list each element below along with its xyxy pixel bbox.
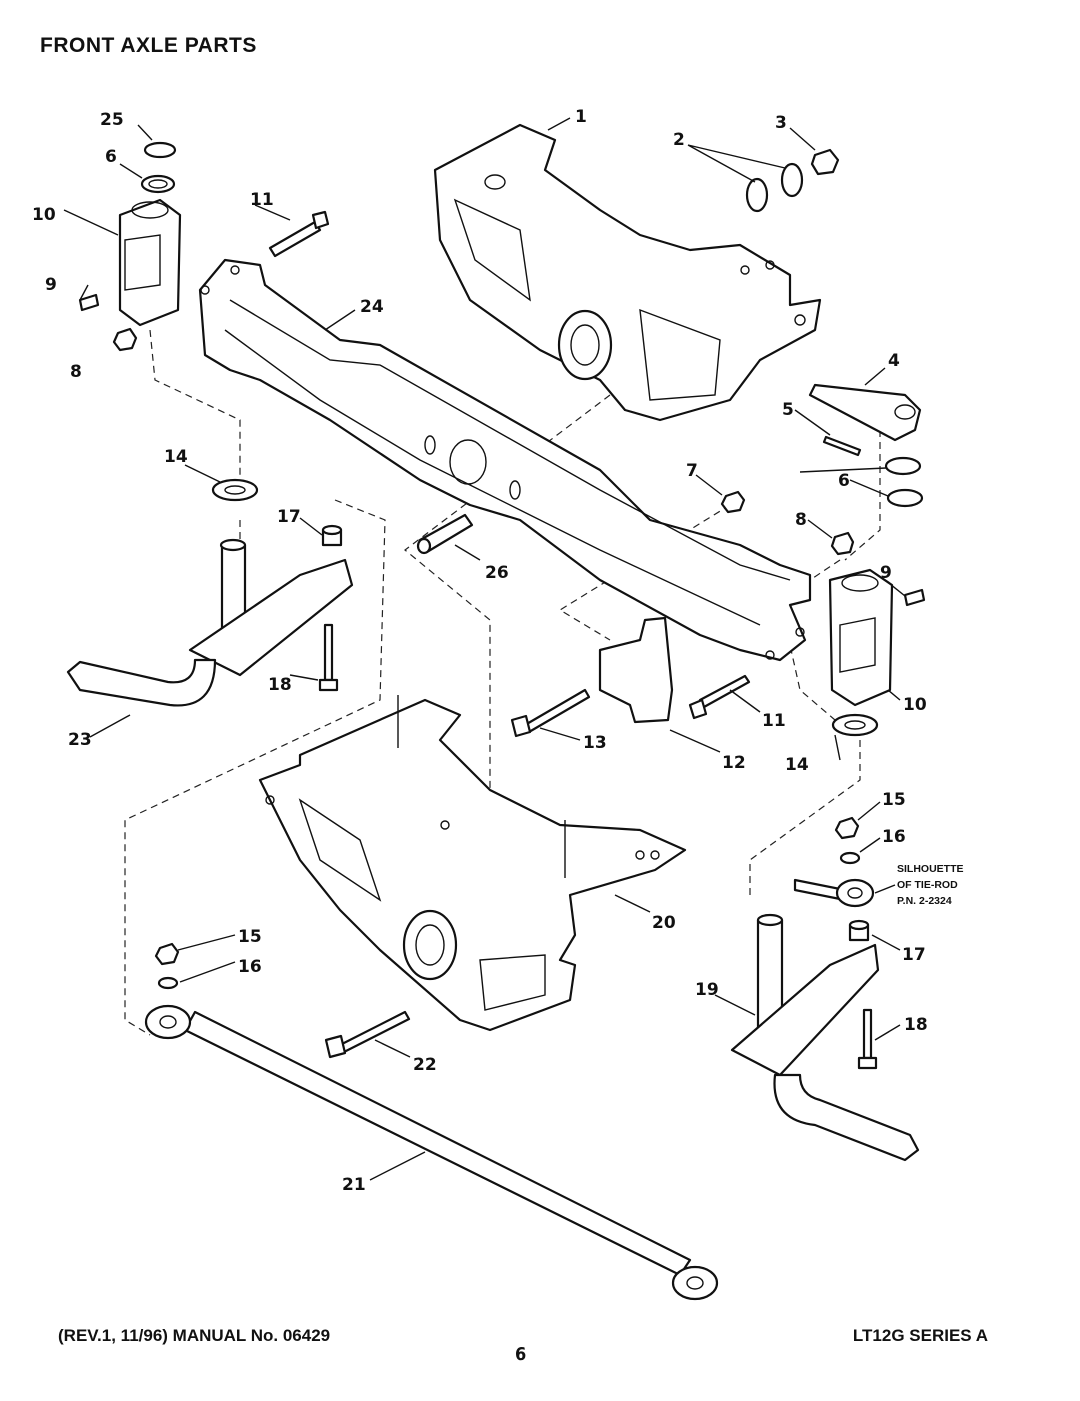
part-7-nut <box>720 490 746 514</box>
callout-23: 23 <box>68 730 92 750</box>
callout-16-right: 16 <box>882 827 906 847</box>
series-footer: LT12G SERIES A <box>852 1326 988 1345</box>
part-5-roll-pin <box>822 435 862 457</box>
part-6-washers-right <box>884 456 924 508</box>
part-26-pin <box>416 513 474 555</box>
part-23-spindle-left <box>66 538 354 707</box>
callout-14-left: 14 <box>164 447 188 467</box>
part-2-washers <box>745 162 804 213</box>
manual-revision-footer: (REV.1, 11/96) MANUAL No. 06429 <box>58 1326 331 1345</box>
callout-16-left: 16 <box>238 957 262 977</box>
part-16-washers <box>157 851 861 990</box>
callout-11-top: 11 <box>250 190 274 210</box>
silhouette-note-line-3: P.N. 2-2324 <box>897 895 952 907</box>
callout-22: 22 <box>413 1055 437 1075</box>
callout-11-bottom: 11 <box>762 711 786 731</box>
callout-10-right: 10 <box>903 695 927 715</box>
callout-numbers: 1 2 3 4 5 6 6 7 8 8 9 9 10 10 11 11 12 1… <box>32 107 928 1195</box>
part-10-spindle-housing-right <box>828 568 894 707</box>
callout-8-right: 8 <box>795 510 807 530</box>
callout-17-right: 17 <box>902 945 926 965</box>
part-25-retaining-ring <box>143 141 177 159</box>
tie-rod-silhouette <box>793 878 875 908</box>
page-title: FRONT AXLE PARTS <box>40 34 257 57</box>
callout-24: 24 <box>360 297 384 317</box>
part-8-nuts <box>112 327 855 556</box>
callout-5: 5 <box>782 400 794 420</box>
callout-13: 13 <box>583 733 607 753</box>
silhouette-note-line-2: OF TIE-ROD <box>897 879 958 891</box>
callout-6-right: 6 <box>838 471 850 491</box>
callout-17-left: 17 <box>277 507 301 527</box>
page-number: 6 <box>515 1344 527 1365</box>
callout-leader-lines <box>63 117 906 1181</box>
part-15-nuts <box>154 816 860 966</box>
part-1-upper-axle-bracket <box>433 123 822 422</box>
callout-15-left: 15 <box>238 927 262 947</box>
callout-6-left: 6 <box>105 147 117 167</box>
part-17-spacers <box>321 524 870 942</box>
part-9-grease-fittings <box>78 293 926 607</box>
callout-25: 25 <box>100 110 124 130</box>
part-4-steering-arm <box>808 383 922 442</box>
callout-4: 4 <box>888 351 900 371</box>
part-12-bracket <box>598 616 674 724</box>
silhouette-note-line-1: SILHOUETTE <box>897 863 964 875</box>
callout-9-left: 9 <box>45 275 57 295</box>
callout-8-left: 8 <box>70 362 82 382</box>
part-22-bolt <box>324 1010 411 1059</box>
part-14-washers <box>211 478 879 737</box>
part-11-bolts <box>268 210 751 720</box>
part-21-tie-rod <box>144 1004 719 1301</box>
callout-2: 2 <box>673 130 685 150</box>
callout-14-right: 14 <box>785 755 809 775</box>
callout-26: 26 <box>485 563 509 583</box>
callout-18-right: 18 <box>904 1015 928 1035</box>
callout-19: 19 <box>695 980 719 1000</box>
part-18-bolts <box>318 623 878 1070</box>
callout-20: 20 <box>652 913 676 933</box>
part-20-lower-axle-bracket <box>258 695 687 1032</box>
part-13-bolt <box>510 688 591 738</box>
callout-7: 7 <box>686 461 698 481</box>
callout-9-right: 9 <box>880 563 892 583</box>
callout-21: 21 <box>342 1175 366 1195</box>
silhouette-note: SILHOUETTE OF TIE-ROD P.N. 2-2324 <box>897 863 964 907</box>
part-6-washer-left <box>140 174 176 194</box>
callout-15-right: 15 <box>882 790 906 810</box>
part-19-spindle-right <box>730 913 920 1162</box>
callout-1: 1 <box>575 107 587 127</box>
part-24-axle-beam <box>198 258 812 662</box>
callout-3: 3 <box>775 113 787 133</box>
callout-12: 12 <box>722 753 746 773</box>
callout-10-left: 10 <box>32 205 56 225</box>
part-3-nut <box>810 148 840 176</box>
callout-18-left: 18 <box>268 675 292 695</box>
part-10-spindle-housing-left <box>118 198 182 327</box>
